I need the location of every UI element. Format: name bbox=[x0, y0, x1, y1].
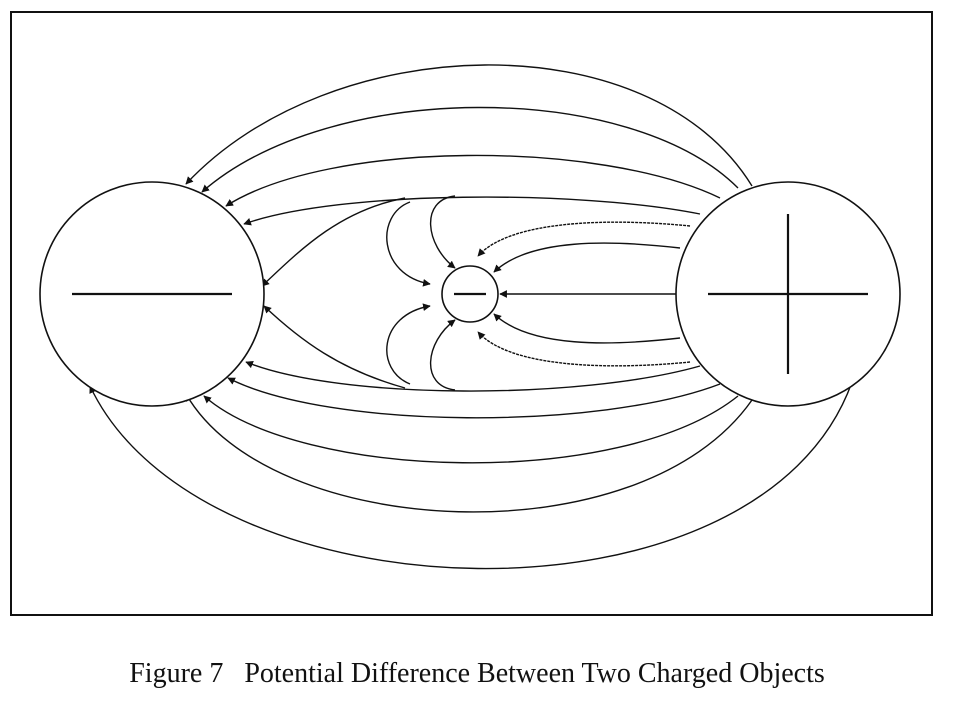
field-line bbox=[201, 106, 739, 193]
field-line bbox=[386, 201, 431, 287]
field-line bbox=[493, 242, 681, 273]
small-negative-sphere bbox=[441, 265, 499, 323]
field-line bbox=[493, 313, 681, 344]
field-lines bbox=[89, 64, 853, 570]
field-line bbox=[429, 195, 456, 269]
field-line bbox=[263, 305, 406, 389]
figure-caption: Figure 7 Potential Difference Between Tw… bbox=[0, 658, 954, 690]
field-line bbox=[245, 361, 701, 392]
field-line bbox=[185, 64, 753, 187]
figure-frame bbox=[10, 11, 933, 616]
field-line bbox=[225, 154, 721, 207]
field-line bbox=[227, 377, 721, 419]
large-negative-sphere bbox=[39, 181, 265, 407]
field-line bbox=[477, 331, 691, 367]
figure-title: Potential Difference Between Two Charged… bbox=[244, 658, 825, 689]
field-line bbox=[89, 381, 853, 570]
figure-label: Figure 7 bbox=[129, 658, 224, 689]
field-line bbox=[386, 303, 431, 385]
large-positive-sphere bbox=[675, 181, 901, 407]
field-line bbox=[261, 197, 406, 287]
field-line bbox=[477, 221, 691, 257]
field-line bbox=[243, 196, 701, 226]
field-line bbox=[185, 393, 753, 513]
field-line bbox=[429, 319, 456, 391]
field-line bbox=[203, 395, 739, 464]
